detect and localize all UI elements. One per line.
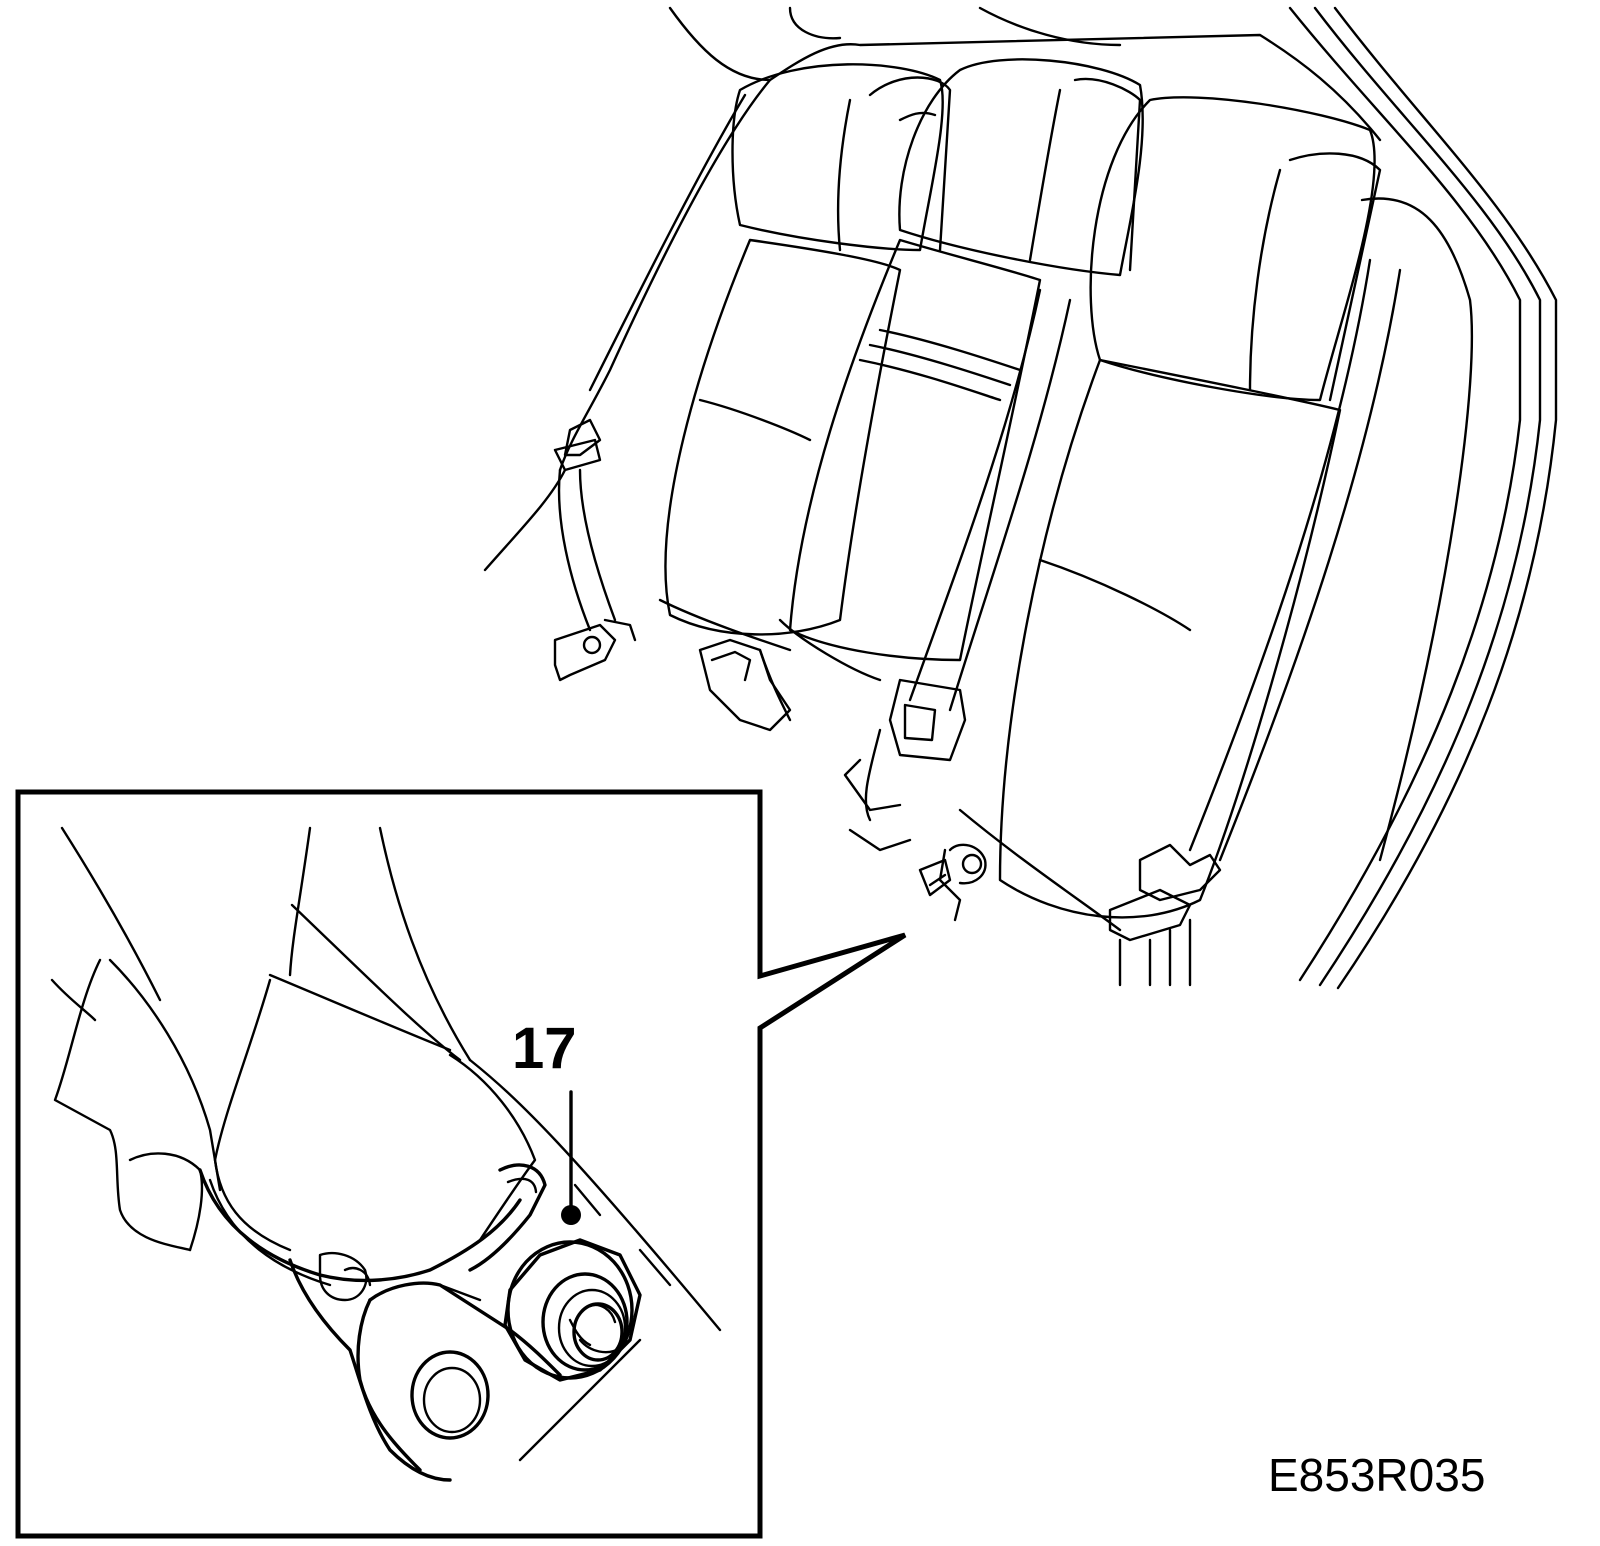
right-headrest xyxy=(1089,96,1382,402)
parcel-shelf xyxy=(668,6,1382,142)
rear-seat-view xyxy=(483,6,1558,990)
middle-headrest xyxy=(898,58,1144,277)
left-headrest xyxy=(731,63,952,252)
seat-belt-buckle-left xyxy=(698,638,792,732)
left-seat-back xyxy=(658,238,902,652)
callout-leader-dot xyxy=(561,1205,581,1225)
center-seat-belt xyxy=(843,288,1072,922)
right-seat-back xyxy=(958,358,1342,932)
middle-seat-back xyxy=(778,238,1042,682)
detail-inset-content xyxy=(50,826,722,1482)
detail-inset-frame xyxy=(15,789,907,1539)
right-seat-belt xyxy=(1108,258,1402,987)
anchor-bolt-nut xyxy=(503,1238,642,1382)
left-seat-belt xyxy=(483,78,772,682)
figure-reference: E853R035 xyxy=(1268,1449,1486,1501)
callout-number: 17 xyxy=(512,1016,577,1081)
door-frame xyxy=(1288,6,1558,990)
